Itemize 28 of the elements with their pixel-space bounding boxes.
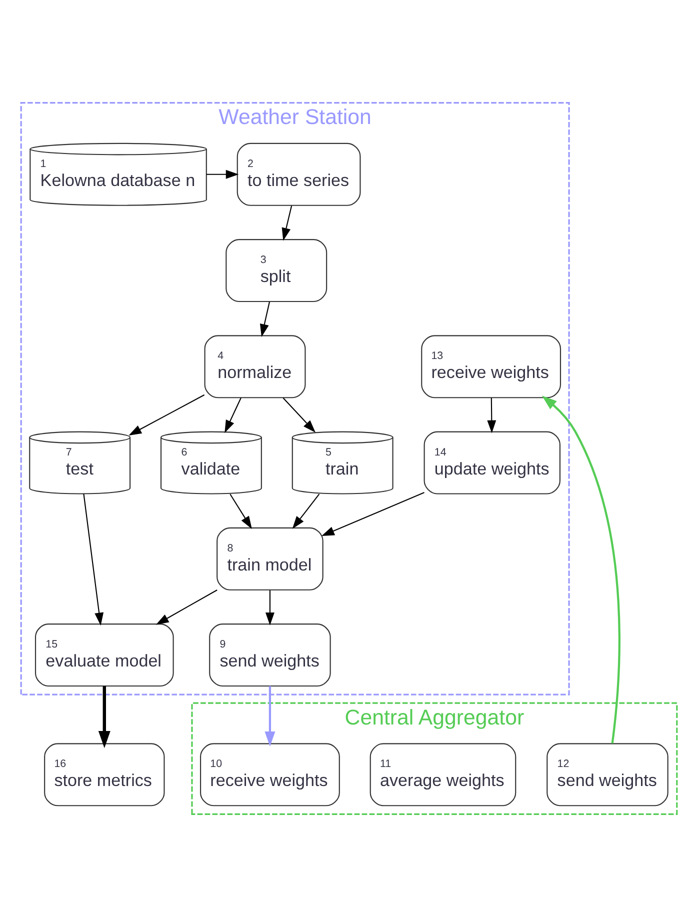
node-box: 10 receive weights	[200, 743, 340, 806]
arrow	[265, 590, 274, 626]
node-box: 13 receive weights	[421, 335, 562, 398]
node-box: 9 send weights	[209, 624, 331, 687]
arrow	[98, 686, 110, 748]
node-box: 16 store metrics	[44, 743, 165, 806]
arrow	[282, 206, 292, 241]
node-box: 11 average weights	[370, 743, 516, 806]
arrow	[321, 492, 424, 536]
arrow	[260, 302, 270, 337]
node-box: 15 evaluate model	[34, 624, 174, 687]
arrow	[264, 686, 276, 747]
arrow	[83, 494, 104, 626]
arrow	[206, 170, 239, 179]
arrow	[542, 396, 620, 744]
arrow	[487, 398, 496, 434]
node-box: 12 send weights	[546, 743, 668, 806]
arrow	[230, 494, 252, 529]
arrow	[224, 398, 242, 433]
arrow	[128, 394, 205, 436]
arrow	[156, 590, 218, 625]
node-box: 8 train model	[216, 527, 324, 590]
node-box: 3 split	[226, 239, 328, 302]
arrow	[292, 494, 320, 529]
node-box: 2 to time series	[236, 142, 361, 206]
node-box: 4 normalize	[204, 335, 306, 398]
arrow	[282, 398, 316, 433]
node-box: 14 update weights	[424, 431, 560, 494]
